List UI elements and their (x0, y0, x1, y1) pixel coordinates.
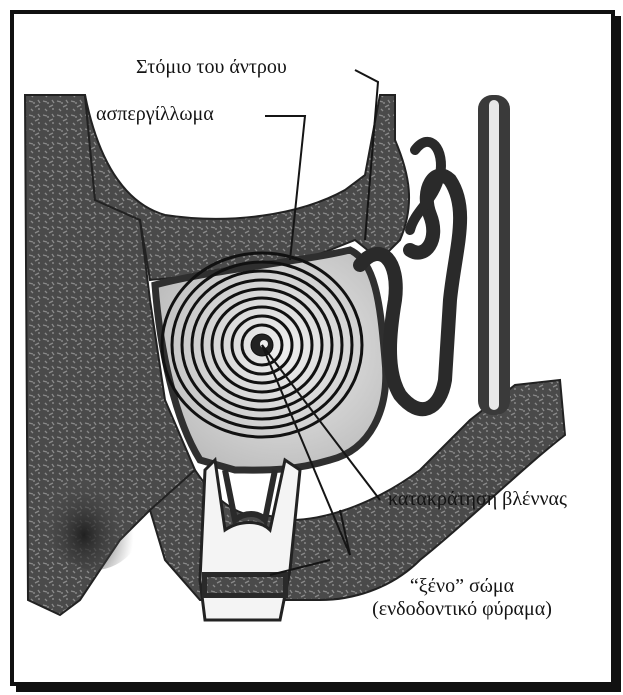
label-foreign-body-line2: (ενδοδοντικό φύραμα) (342, 598, 582, 621)
septum-core (489, 100, 499, 410)
label-foreign-body: “ξένο” σώμα (ενδοδοντικό φύραμα) (342, 575, 582, 621)
label-aspergilloma: ασπεργίλλωμα (96, 103, 214, 126)
label-mucus-retention: κατακράτηση βλέννας (388, 488, 567, 511)
dark-shadow (40, 430, 150, 570)
tooth (200, 460, 300, 620)
label-ostium: Στόμιο του άντρου (136, 56, 287, 79)
label-foreign-body-line1: “ξένο” σώμα (342, 575, 582, 598)
